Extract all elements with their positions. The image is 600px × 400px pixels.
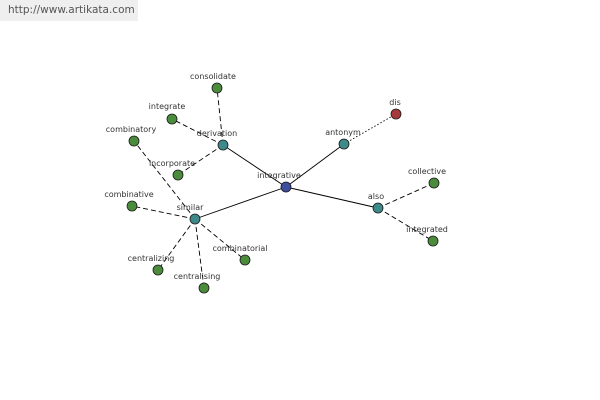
- node-centralizing[interactable]: [152, 264, 164, 276]
- edge-similar-combinative: [131, 205, 196, 220]
- node-label-integrative: integrative: [257, 171, 301, 180]
- edge-derivation-consolidate: [216, 87, 224, 146]
- node-integrate[interactable]: [166, 113, 178, 125]
- node-label-similar: similar: [177, 203, 205, 212]
- node-antonym[interactable]: [338, 138, 350, 150]
- node-integrated[interactable]: [427, 235, 439, 247]
- edge-integrative-also: [285, 186, 379, 209]
- edge-integrative-similar: [194, 186, 287, 220]
- edge-antonym-dis: [343, 113, 397, 145]
- edge-integrative-derivation: [222, 144, 287, 188]
- node-integrative[interactable]: [280, 181, 292, 193]
- node-label-derivation: derivation: [197, 129, 237, 138]
- edge-derivation-incorporate: [177, 144, 224, 176]
- node-label-dis: dis: [389, 98, 400, 107]
- node-label-incorporate: incorporate: [149, 159, 195, 168]
- edge-similar-combinatory: [133, 140, 196, 220]
- graph-nodes: [126, 82, 440, 294]
- edge-also-collective: [377, 182, 435, 209]
- node-label-combinative: combinative: [104, 190, 153, 199]
- node-label-also: also: [368, 192, 384, 201]
- node-consolidate[interactable]: [211, 82, 223, 94]
- node-label-collective: collective: [408, 167, 446, 176]
- node-derivation[interactable]: [217, 139, 229, 151]
- edge-similar-centralizing: [157, 218, 196, 271]
- node-incorporate[interactable]: [172, 169, 184, 181]
- node-label-integrated: integrated: [406, 225, 448, 234]
- node-similar[interactable]: [189, 213, 201, 225]
- node-label-consolidate: consolidate: [190, 72, 236, 81]
- node-label-centralising: centralising: [174, 272, 221, 281]
- graph-labels: integrative derivation antonym similar also c…: [104, 72, 448, 281]
- site-url-text: http://www.artikata.com: [8, 4, 135, 16]
- node-combinatorial[interactable]: [239, 254, 251, 266]
- node-label-integrate: integrate: [149, 102, 186, 111]
- node-label-combinatorial: combinatorial: [212, 244, 267, 253]
- node-also[interactable]: [372, 202, 384, 214]
- node-dis[interactable]: [390, 108, 402, 120]
- node-label-centralizing: centralizing: [128, 254, 175, 263]
- node-combinative[interactable]: [126, 200, 138, 212]
- node-label-antonym: antonym: [325, 128, 361, 137]
- node-combinatory[interactable]: [128, 135, 140, 147]
- node-collective[interactable]: [428, 177, 440, 189]
- node-label-combinatory: combinatory: [106, 125, 157, 134]
- edge-similar-centralising: [194, 218, 205, 289]
- edge-integrative-antonym: [285, 143, 345, 188]
- node-centralising[interactable]: [198, 282, 210, 294]
- edge-also-integrated: [377, 207, 434, 242]
- graph-edges: [131, 87, 435, 289]
- edge-similar-combinatorial: [194, 218, 246, 261]
- site-url-banner[interactable]: http://www.artikata.com: [0, 0, 138, 21]
- edge-derivation-integrate: [171, 118, 224, 146]
